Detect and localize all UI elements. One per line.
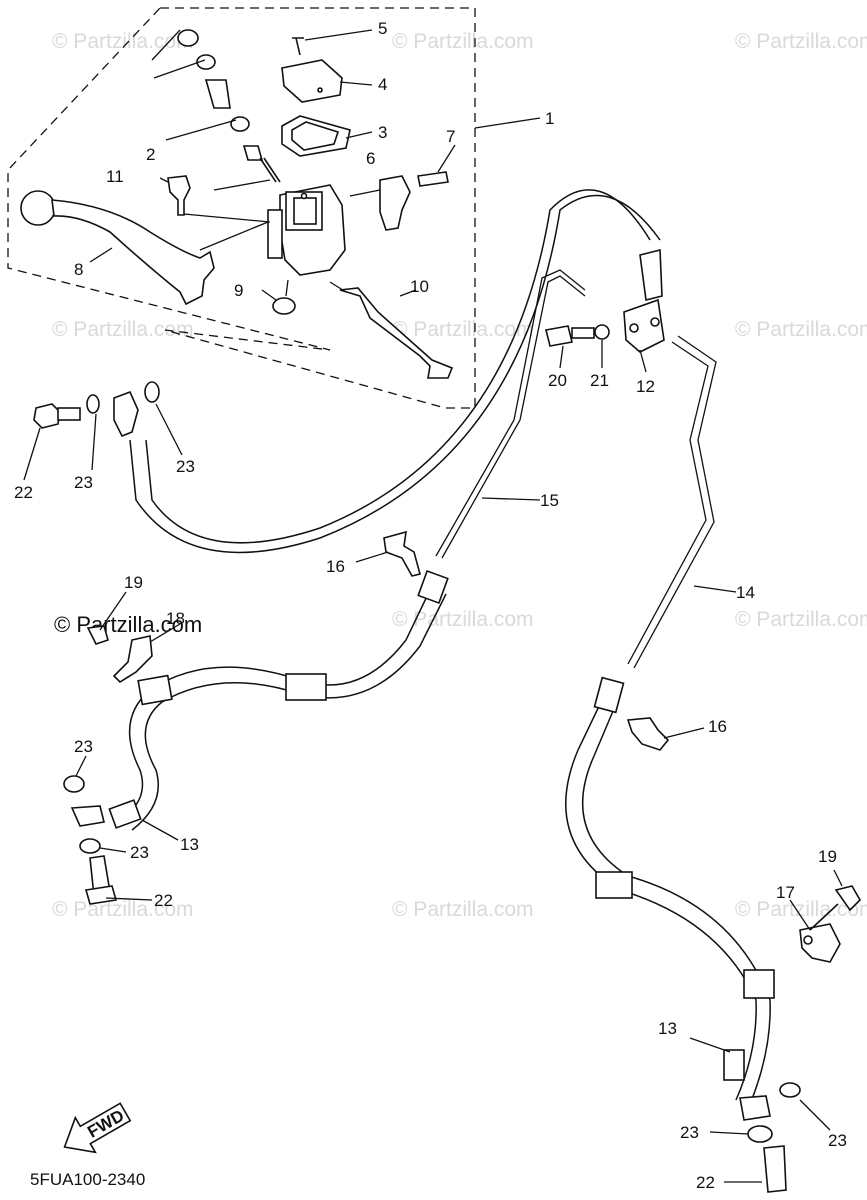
watermark-main: © Partzilla.com [54, 612, 202, 637]
brake-pipe-14-inner [633, 335, 717, 669]
brake-hose-main-inner [145, 189, 651, 544]
callout-2: 2 [146, 145, 155, 164]
holder [349, 144, 456, 231]
callout-22c: 22 [696, 1173, 715, 1192]
callout-6: 6 [366, 149, 375, 168]
callout-23d: 23 [130, 843, 149, 862]
watermark: © Partzilla.com [735, 608, 867, 631]
watermark: © Partzilla.com [52, 898, 194, 921]
clamp-16a [383, 530, 421, 577]
brake-pipe-15-inner [435, 269, 586, 557]
watermark: © Partzilla.com [735, 30, 867, 53]
callout-11: 11 [106, 167, 124, 186]
callout-9: 9 [234, 281, 243, 300]
watermark: © Partzilla.com [392, 608, 534, 631]
callout-17: 17 [776, 883, 795, 902]
callout-7: 7 [446, 127, 455, 146]
watermark: © Partzilla.com [735, 898, 867, 921]
watermarks: © Partzilla.com © Partzilla.com © Partzi… [52, 30, 867, 921]
callouts: 1 2 3 4 5 6 7 8 9 10 11 12 13 13 14 15 1… [14, 19, 847, 1192]
brake-lever [20, 190, 269, 306]
callout-23a: 23 [74, 473, 93, 492]
callout-22a: 22 [14, 483, 33, 502]
callout-13b: 13 [658, 1019, 677, 1038]
callout-12: 12 [636, 377, 655, 396]
callout-21: 21 [590, 371, 609, 390]
reservoir-cap [281, 29, 373, 157]
callout-15: 15 [540, 491, 559, 510]
fwd-arrow: FWD [63, 1102, 132, 1154]
callout-23b: 23 [176, 457, 195, 476]
brake-hose-right [565, 699, 757, 1101]
top-banjo [23, 381, 183, 481]
callout-23f: 23 [828, 1131, 847, 1150]
diagram-code: 5FUA100-2340 [30, 1170, 145, 1189]
callout-23c: 23 [74, 737, 93, 756]
callout-23e: 23 [680, 1123, 699, 1142]
brake-hose-main [129, 194, 661, 554]
callout-4: 4 [378, 75, 387, 94]
clamp-16b [626, 717, 670, 751]
callout-3: 3 [378, 123, 387, 142]
callout-18: 18 [166, 609, 185, 628]
small-parts [159, 175, 454, 379]
callout-19a: 19 [124, 573, 143, 592]
leader-1 [474, 117, 541, 129]
callout-16a: 16 [326, 557, 345, 576]
callout-8: 8 [74, 260, 83, 279]
callout-20: 20 [548, 371, 567, 390]
assembly-boundary [7, 7, 476, 409]
brake-joint [545, 248, 665, 373]
hose-fittings-right [593, 676, 775, 1081]
callout-10: 10 [410, 277, 429, 296]
right-bracket-parts [689, 869, 861, 1193]
callout-13a: 13 [180, 835, 199, 854]
callout-19b: 19 [818, 847, 837, 866]
watermark: © Partzilla.com [392, 30, 534, 53]
piston-kit [151, 29, 281, 191]
hose-fittings-left [108, 569, 449, 829]
brake-hose-left [119, 589, 431, 821]
callout-16b: 16 [708, 717, 727, 736]
master-cylinder [267, 184, 346, 276]
watermark: © Partzilla.com [52, 30, 194, 53]
brake-pipe-15 [441, 275, 586, 559]
watermark: © Partzilla.com [735, 318, 867, 341]
brake-pipe-14 [627, 341, 709, 665]
callout-14: 14 [736, 583, 755, 602]
callout-5: 5 [378, 19, 387, 38]
brake-hose-right-inner [581, 703, 771, 1105]
brake-hose-left-inner [131, 593, 447, 831]
callout-1: 1 [545, 109, 554, 128]
watermark: © Partzilla.com [392, 898, 534, 921]
left-bracket-parts [63, 591, 181, 905]
watermark: © Partzilla.com [52, 318, 194, 341]
watermark: © Partzilla.com [392, 318, 534, 341]
callout-22b: 22 [154, 891, 173, 910]
